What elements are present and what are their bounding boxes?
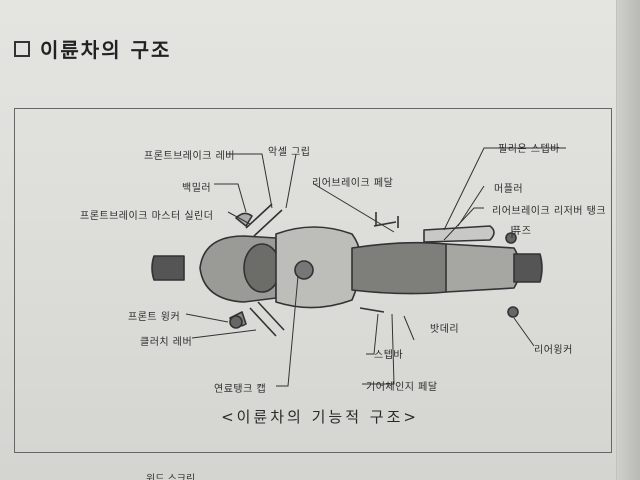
figure-caption: <이륜차의 기능적 구조> xyxy=(221,408,419,426)
label-front-winker: 프론트 윙커 xyxy=(128,312,181,323)
label-battery: 밧데리 xyxy=(430,324,460,335)
label-muffler: 머플러 xyxy=(494,184,524,195)
checkbox-square-icon xyxy=(14,40,30,57)
label-pillion-step: 필리온 스텝바 xyxy=(498,144,560,155)
label-gear-change-pedal: 기어체인지 페달 xyxy=(366,382,438,393)
label-front-brake-master-cylinder: 프론트브레이크 마스터 실린더 xyxy=(80,211,214,222)
page-edge xyxy=(616,0,640,480)
label-rear-brake-pedal: 리어브레이크 페달 xyxy=(312,178,394,189)
label-fuel-tank-cap: 연료탱크 캡 xyxy=(214,384,267,395)
next-section-text: 윈드 스크린 xyxy=(146,474,196,480)
label-rear-winker: 리어윙커 xyxy=(534,345,573,356)
motorcycle-outline xyxy=(151,203,543,337)
label-fuse: 퓨즈 xyxy=(512,226,532,237)
figure-frame xyxy=(14,108,612,453)
label-clutch-lever: 클러치 레버 xyxy=(140,337,193,348)
label-back-mirror: 백밀러 xyxy=(182,183,212,194)
label-rear-brake-reservoir-tank: 리어브레이크 리저버 탱크 xyxy=(492,206,607,217)
motorcycle-diagram xyxy=(151,147,566,387)
label-step-bar: 스텝바 xyxy=(374,350,404,361)
section-title: 이륜차의 구조 xyxy=(40,38,172,62)
leader-lines xyxy=(185,147,566,387)
label-front-brake-lever: 프론트브레이크 레버 xyxy=(144,151,235,162)
front-wheel xyxy=(151,255,185,281)
label-accel-grip: 악셀 그립 xyxy=(268,147,311,158)
section-heading: 이륜차의 구조 xyxy=(14,34,171,63)
